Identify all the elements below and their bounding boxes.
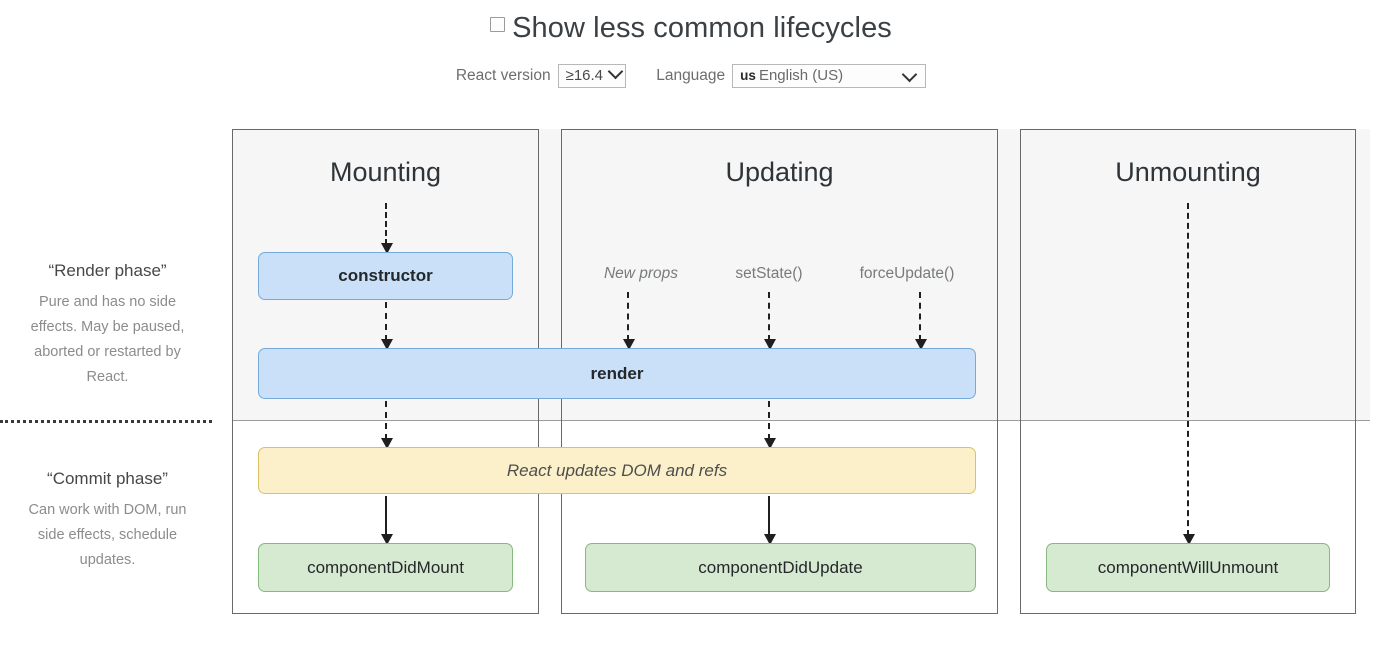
header: Show less common lifecycles React versio… bbox=[0, 0, 1382, 112]
lifecycle-box-component-will-unmount[interactable]: componentWillUnmount bbox=[1046, 543, 1330, 592]
legend-commit-phase: “Commit phase” Can work with DOM, run si… bbox=[0, 469, 215, 573]
show-less-common-lifecycles-checkbox[interactable] bbox=[490, 17, 506, 32]
column-updating-title: Updating bbox=[725, 157, 834, 187]
legend-commit-phase-title: “Commit phase” bbox=[47, 469, 168, 488]
arrow-shaft bbox=[385, 302, 387, 341]
arrow-head-icon bbox=[381, 438, 393, 449]
page-title: Show less common lifecycles bbox=[512, 12, 892, 44]
column-mounting-title: Mounting bbox=[329, 157, 442, 187]
trigger-set-state-label: setState() bbox=[735, 265, 803, 282]
column-unmounting-title: Unmounting bbox=[1115, 157, 1261, 187]
language-flag-icon: us bbox=[740, 68, 756, 83]
arrow-head-icon bbox=[764, 339, 776, 350]
legend-commit-phase-description: Can work with DOM, run side effects, sch… bbox=[28, 502, 187, 568]
arrow-shaft bbox=[768, 496, 770, 536]
legend-divider bbox=[0, 420, 212, 423]
lifecycle-box-constructor[interactable]: constructor bbox=[258, 252, 513, 300]
arrow-shaft bbox=[919, 292, 921, 341]
trigger-force-update-label: forceUpdate() bbox=[859, 265, 955, 282]
trigger-new-props-label: New props bbox=[603, 265, 679, 282]
arrow-head-icon bbox=[764, 438, 776, 449]
react-version-value: ≥16.4 bbox=[565, 67, 604, 84]
legend-render-phase-description: Pure and has no side effects. May be pau… bbox=[30, 294, 185, 385]
chevron-down-icon bbox=[607, 63, 624, 80]
phase-legend: “Render phase” Pure and has no side effe… bbox=[0, 128, 215, 614]
language-label: Language bbox=[656, 67, 726, 84]
column-unmounting: Unmounting bbox=[1020, 129, 1356, 614]
title-row: Show less common lifecycles bbox=[0, 12, 1382, 45]
arrow-shaft bbox=[385, 203, 387, 245]
arrow-shaft bbox=[768, 292, 770, 341]
legend-render-phase-title: “Render phase” bbox=[48, 261, 167, 280]
arrow-head-icon bbox=[1183, 534, 1195, 545]
lifecycle-box-react-updates-dom-and-refs: React updates DOM and refs bbox=[258, 447, 976, 494]
arrow-head-icon bbox=[381, 339, 393, 350]
arrow-head-icon bbox=[915, 339, 927, 350]
arrow-shaft bbox=[768, 401, 770, 440]
arrow-head-icon bbox=[764, 534, 776, 545]
lifecycle-box-component-did-update[interactable]: componentDidUpdate bbox=[585, 543, 976, 592]
arrow-head-icon bbox=[381, 534, 393, 545]
arrow-head-icon bbox=[381, 243, 393, 254]
arrow-head-icon bbox=[623, 339, 635, 350]
react-version-label: React version bbox=[455, 67, 551, 84]
language-value: English (US) bbox=[758, 67, 844, 84]
legend-render-phase: “Render phase” Pure and has no side effe… bbox=[0, 261, 215, 390]
phase-divider-line bbox=[232, 420, 1370, 421]
arrow-shaft bbox=[385, 401, 387, 440]
lifecycle-box-component-did-mount[interactable]: componentDidMount bbox=[258, 543, 513, 592]
arrow-shaft bbox=[627, 292, 629, 341]
arrow-shaft bbox=[385, 496, 387, 536]
arrow-shaft bbox=[1187, 203, 1189, 536]
chevron-down-icon bbox=[901, 66, 918, 83]
lifecycle-box-render[interactable]: render bbox=[258, 348, 976, 399]
react-version-select[interactable]: ≥16.4 bbox=[557, 63, 627, 88]
